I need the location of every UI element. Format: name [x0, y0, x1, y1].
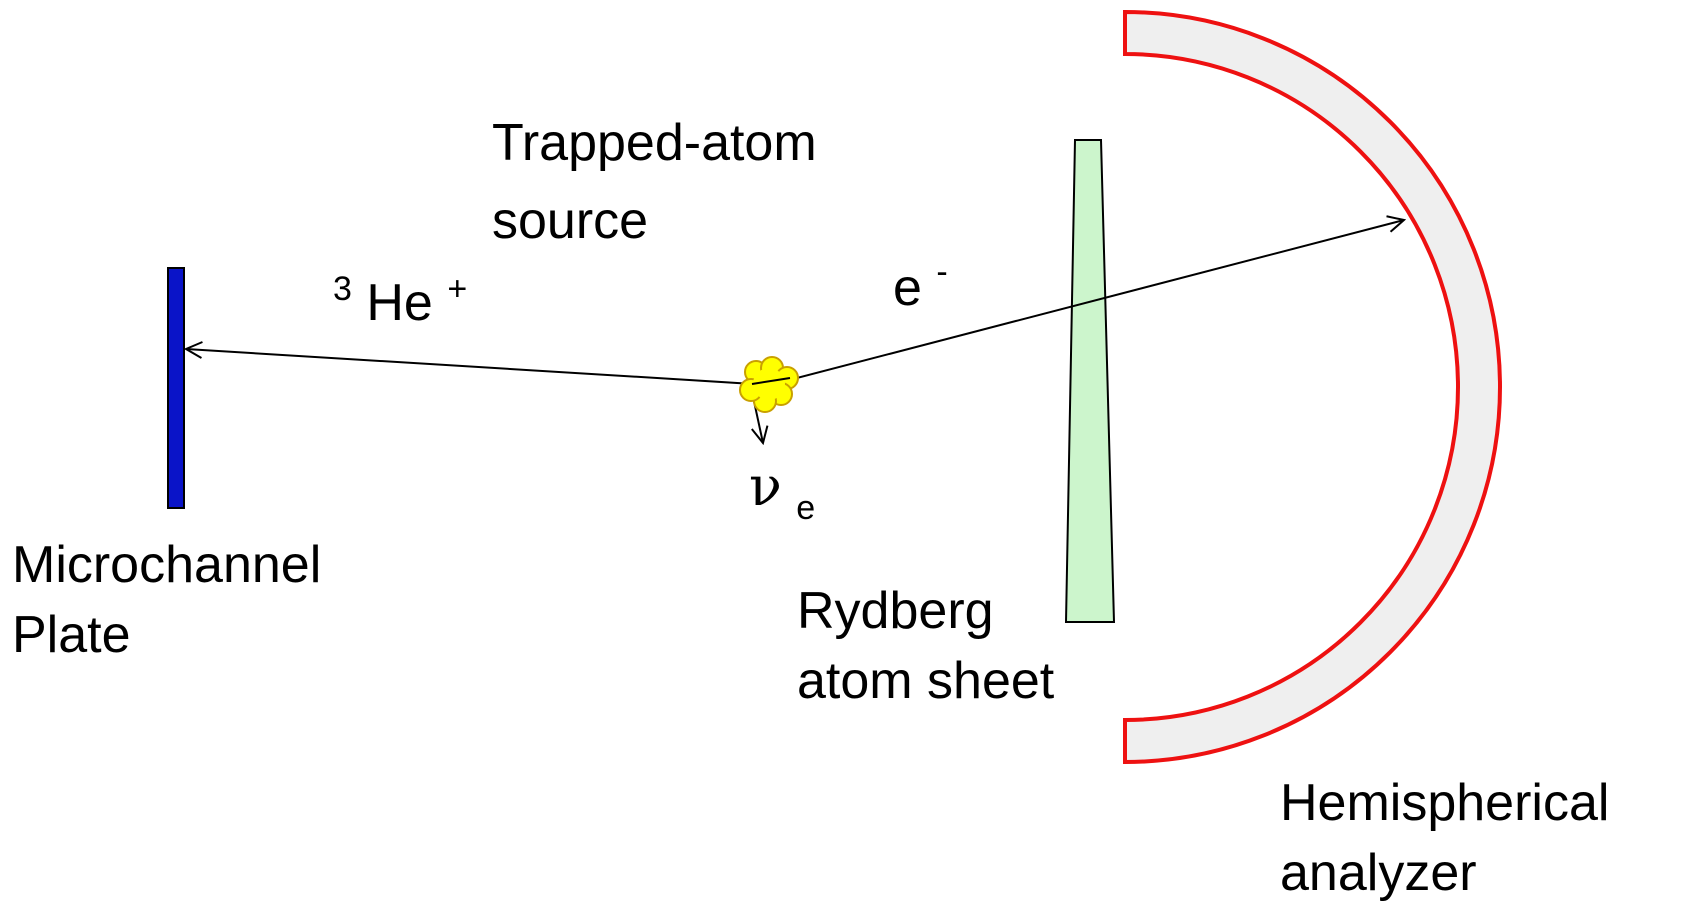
helium-ion-label: 3 He + [333, 254, 467, 332]
source-label-line1: Trapped-atom [492, 114, 817, 172]
helium-ion-arrow [186, 349, 771, 386]
mcp-label: Microchannel Plate [12, 536, 336, 664]
neutrino-label: ν e [749, 455, 815, 527]
electron-symbol: e [893, 259, 922, 317]
mcp-label-line2: Plate [12, 606, 131, 664]
neutrino-flavor: e [796, 489, 815, 527]
electron-charge: - [936, 253, 947, 291]
analyzer-label-line1: Hemispherical [1280, 774, 1609, 832]
microchannel-plate [167, 267, 185, 509]
neutrino-symbol: ν [749, 455, 782, 518]
mcp-label-line1: Microchannel [12, 536, 321, 594]
helium-symbol: He [366, 274, 432, 332]
source-label: Trapped-atom source [492, 114, 831, 250]
hemispherical-analyzer [1123, 9, 1502, 765]
rydberg-label-line2: atom sheet [797, 652, 1055, 710]
helium-charge: + [447, 270, 467, 308]
trapped-atom-cloud [739, 356, 799, 413]
helium-mass-number: 3 [333, 270, 352, 308]
rydberg-atom-sheet [1064, 139, 1116, 623]
analyzer-label-line2: analyzer [1280, 844, 1477, 902]
source-label-line2: source [492, 192, 648, 250]
analyzer-label: Hemispherical analyzer [1280, 774, 1624, 902]
electron-label: e - [893, 253, 948, 317]
rydberg-label: Rydberg atom sheet [797, 582, 1055, 710]
rydberg-label-line1: Rydberg [797, 582, 994, 640]
electron-arrow [769, 220, 1404, 386]
helium-ion-arrow-origin [751, 377, 791, 385]
